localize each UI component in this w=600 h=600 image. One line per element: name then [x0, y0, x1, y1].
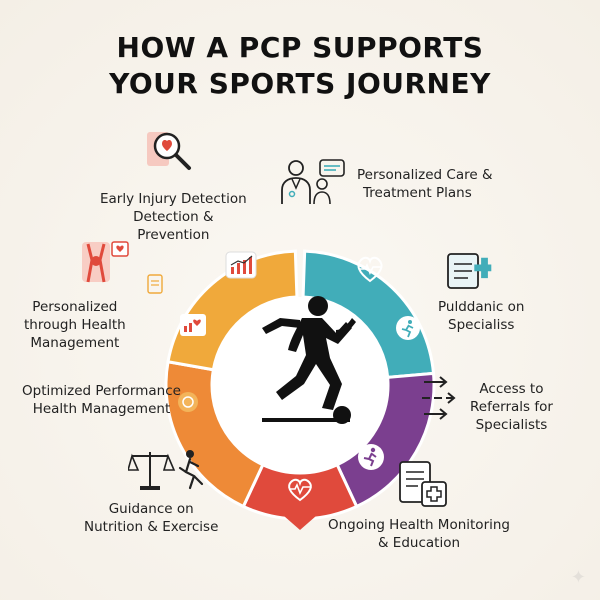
title-line-2: YOUR SPORTS JOURNEY: [109, 67, 491, 100]
label-line: Specialiss: [448, 317, 515, 333]
runner-icon: [396, 316, 420, 340]
label-line: Personalized: [32, 299, 118, 315]
label-pulddanic: Pulddanic on Specialiss: [438, 298, 524, 334]
label-line: Specialists: [475, 417, 548, 433]
label-line: Personalized Care &: [357, 167, 493, 183]
red-heart-icon: [288, 478, 312, 502]
document-cross-icon: [399, 461, 447, 507]
chart-icon: [225, 251, 257, 279]
label-line: Nutrition & Exercise: [84, 519, 219, 535]
label-line: through Health: [24, 317, 126, 333]
label-line: Management: [30, 335, 120, 351]
knee-joint-icon: [82, 241, 129, 283]
label-line: Health Management: [32, 401, 171, 417]
label-line: & Education: [377, 535, 461, 551]
label-line: Early Injury Detection: [100, 191, 247, 207]
page-title: HOW A PCP SUPPORTS YOUR SPORTS JOURNEY: [0, 30, 600, 102]
small-clipboard-icon: [147, 274, 163, 294]
label-line: Ongoing Health Monitoring: [328, 517, 510, 533]
referral-arrows-icon: [422, 376, 456, 420]
label-personalized-care: Personalized Care & Treatment Plans: [357, 166, 492, 202]
label-early-injury-detection: Early Injury Detection Detection & Preve…: [100, 190, 247, 244]
label-line: Treatment Plans: [363, 185, 472, 201]
health-chart-icon: [180, 314, 206, 336]
scales-icon: [128, 450, 204, 490]
sparkle-icon: ✦: [570, 567, 586, 588]
label-line: Guidance on: [108, 501, 194, 517]
runner-icon-purple: [358, 444, 384, 470]
label-line: Access to: [479, 381, 544, 397]
label-personalized-health: Personalized through Health Management: [24, 298, 126, 352]
label-guidance-nutrition: Guidance on Nutrition & Exercise: [84, 500, 218, 536]
label-line: Detection &: [133, 209, 214, 225]
label-ongoing-monitoring: Ongoing Health Monitoring & Education: [328, 516, 510, 552]
label-line: Referrals for: [470, 399, 553, 415]
heart-pulse-icon: [357, 256, 383, 283]
label-optimized-performance: Optimized Performance Health Management: [22, 382, 181, 418]
label-line: Optimized Performance: [22, 383, 181, 399]
title-line-1: HOW A PCP SUPPORTS: [116, 31, 484, 64]
stopwatch-icon: [178, 392, 198, 412]
label-line: Prevention: [137, 227, 210, 243]
medical-clipboard-icon: [447, 253, 492, 289]
doctor-patient-icon: [281, 159, 345, 205]
ring-pointer: [284, 516, 316, 530]
athlete-silhouette-icon: [262, 296, 356, 424]
label-line: Pulddanic on: [438, 299, 525, 315]
magnifier-icon: [147, 132, 191, 170]
label-access-referrals: Access to Referrals for Specialists: [470, 380, 553, 434]
